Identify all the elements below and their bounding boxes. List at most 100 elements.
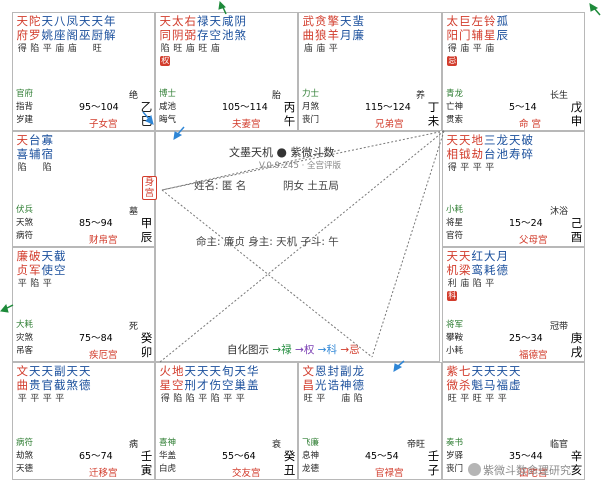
star-char-bottom: 贵 <box>29 377 41 392</box>
stem-branch: 癸卯 <box>140 331 153 359</box>
star: 天虚 <box>509 364 522 405</box>
minor-star: 将星 <box>446 218 464 228</box>
stem-branch: 辛亥 <box>570 449 583 477</box>
star-char-top: 天 <box>209 14 222 28</box>
star-char-bottom: 空 <box>54 262 66 277</box>
star-char-top: 截 <box>54 249 66 263</box>
heavenly-stem: 壬 <box>140 449 153 463</box>
name-line: 姓名: 匿 名 <box>194 180 247 192</box>
palace-name: 疾厄宫 <box>89 350 118 361</box>
star-char-bottom: 曲 <box>302 27 315 42</box>
star-brightness: 平 <box>42 279 52 289</box>
star-char-bottom: 相 <box>446 146 459 161</box>
palace-name: 命 宫 <box>519 119 542 130</box>
star: 三台平 <box>484 133 497 174</box>
stem-branch: 戊申 <box>570 100 583 128</box>
minor-star: 龙德 <box>302 464 320 474</box>
star: 地空陷 <box>172 364 185 405</box>
star-brightness: 得 <box>447 163 457 173</box>
star-char-top: 紫 <box>446 364 459 378</box>
watermark: 紫微斗数命理研究 <box>468 462 571 478</box>
star-brightness: 陷 <box>185 394 195 404</box>
star-char-bottom: 辅 <box>471 27 484 42</box>
age-range: 55～64 <box>222 451 256 462</box>
heavenly-stem: 丙 <box>283 100 296 114</box>
star-char-bottom: 德 <box>79 377 91 392</box>
star-char-top: 天 <box>79 364 91 378</box>
stem-branch: 癸丑 <box>283 449 296 477</box>
star: 禄存旺 <box>197 14 210 66</box>
star-char-bottom: 官 <box>41 377 54 392</box>
star: 破军陷 <box>29 249 42 290</box>
star-char-bottom: 煞 <box>66 377 79 392</box>
star-char-top: 天 <box>459 133 471 147</box>
minor-star-list: 青龙亡神贯索 <box>446 88 463 127</box>
minor-star: 劫煞 <box>16 451 34 461</box>
star-list: 廉贞平破军陷天使平截空 <box>16 249 66 290</box>
stem-branch: 庚戌 <box>570 331 583 359</box>
stem-branch: 丙午 <box>283 100 296 128</box>
palace-name: 官禄宫 <box>375 468 404 479</box>
star-char-top: 大 <box>484 249 496 263</box>
changsheng-stage: 墓 <box>128 207 138 217</box>
star-brightness: 庙 <box>460 44 470 54</box>
star-brightness: 平 <box>42 394 52 404</box>
star-char-top: 擎 <box>327 14 340 28</box>
age-range: 95～104 <box>79 102 119 113</box>
star-brightness: 平 <box>235 394 245 404</box>
star-char-bottom: 空 <box>222 377 234 392</box>
star-char-top: 天 <box>509 364 521 378</box>
heavenly-stem: 甲 <box>140 216 153 230</box>
heavenly-stem: 丁 <box>427 100 440 114</box>
stem-branch: 壬寅 <box>140 449 153 477</box>
minor-star: 白虎 <box>159 464 177 474</box>
star-char-bottom: 德 <box>496 262 509 277</box>
earthly-branch: 寅 <box>140 462 153 477</box>
minor-star-list: 将军攀鞍小耗 <box>446 319 463 358</box>
heavenly-stem: 癸 <box>140 331 153 345</box>
star-char-top: 月 <box>496 249 509 263</box>
minor-star: 天煞 <box>16 218 34 228</box>
star-char-bottom: 伤 <box>209 377 222 392</box>
star-char-bottom: 神 <box>340 377 352 392</box>
age-range: 35～44 <box>509 451 543 462</box>
star: 巨门庙 <box>459 14 472 66</box>
star-brightness: 陷 <box>173 394 183 404</box>
star-char-top: 天 <box>197 364 209 378</box>
star-char-bottom: 诰 <box>327 377 340 392</box>
minor-star-list: 官府指背岁建 <box>16 88 33 127</box>
star: 年解 <box>104 14 117 55</box>
star: 龙池 <box>496 133 509 174</box>
star-brightness: 平 <box>485 394 495 404</box>
star: 咸池 <box>222 14 235 66</box>
star: 天机利科 <box>446 249 459 301</box>
palace-name: 夫妻宫 <box>232 119 261 130</box>
star-char-top: 副 <box>54 364 66 378</box>
legend-ji: 忌 <box>349 344 360 356</box>
changsheng-stage: 帝旺 <box>406 440 425 450</box>
minor-star-list: 伏兵天煞病符 <box>16 204 33 243</box>
star-char-bottom: 马 <box>484 377 496 392</box>
star-list: 文曲平天贵平天官平副截平天煞天德 <box>16 364 91 405</box>
star-char-bottom: 狼 <box>315 27 327 42</box>
star-brightness: 庙 <box>341 394 351 404</box>
age-range: 25～34 <box>509 333 543 344</box>
star-char-top: 天 <box>496 364 509 378</box>
watermark-text: 紫微斗数命理研究 <box>483 464 571 477</box>
heavenly-stem: 癸 <box>283 449 296 463</box>
changsheng-stage: 病 <box>128 440 138 450</box>
star: 天府得 <box>16 14 29 55</box>
age-range: 45～54 <box>365 451 399 462</box>
star-char-top: 阴 <box>234 14 247 28</box>
star-list: 天府得陀罗陷天姚平八座庙凤阁庙天巫天厨旺年解 <box>16 14 117 55</box>
stem-branch: 乙巳 <box>140 100 153 128</box>
software-name: 文墨天机 <box>229 146 273 159</box>
star-char-top: 三 <box>484 133 496 147</box>
star: 天煞 <box>66 364 79 405</box>
